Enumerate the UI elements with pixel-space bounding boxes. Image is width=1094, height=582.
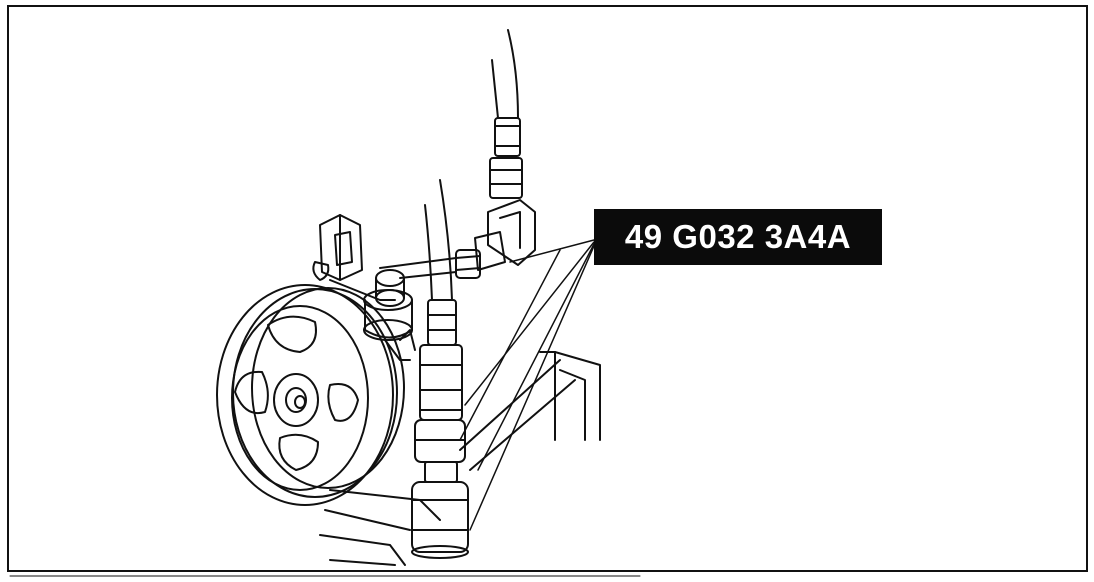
upper-hose <box>487 29 536 266</box>
gauge-hose <box>411 179 469 559</box>
pump-body <box>312 214 416 361</box>
part-number-callout: 49 G032 3A4A <box>594 209 882 265</box>
leader-lines <box>459 239 595 531</box>
figure-frame <box>7 5 1088 572</box>
engine-bracket <box>319 351 601 566</box>
pulley <box>216 284 405 506</box>
adapter-fitting <box>379 231 506 279</box>
